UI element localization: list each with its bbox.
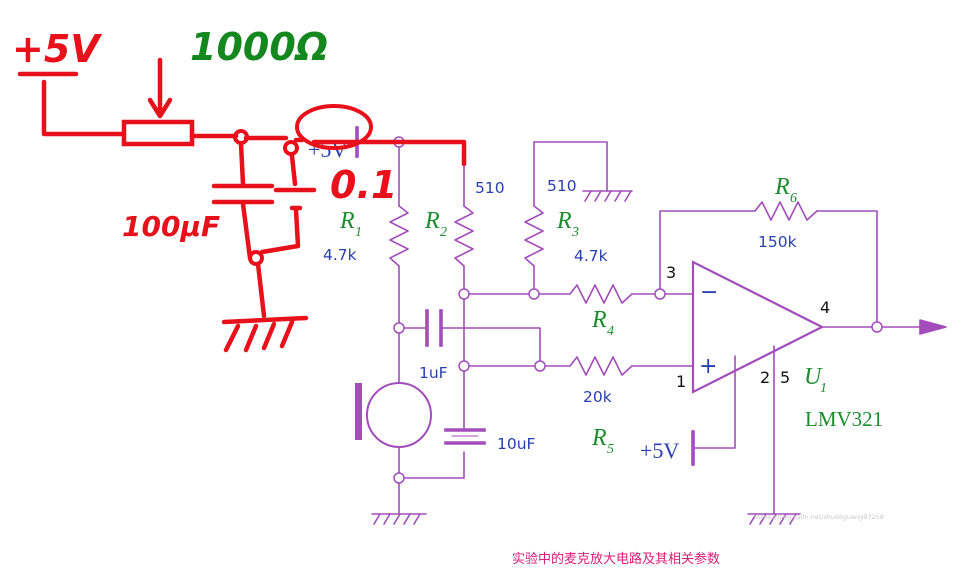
label-r4-sub: 4 xyxy=(607,324,614,339)
label-r3-sub: 3 xyxy=(571,225,579,240)
opamp-minus-sign: − xyxy=(700,280,718,305)
label-r6: R xyxy=(774,174,790,200)
hand-annotation-labels: +5V 1000Ω 100μF 0.1 xyxy=(12,25,397,243)
hand-label-supply: +5V xyxy=(12,27,102,71)
label-r5: R xyxy=(591,425,607,451)
label-supply-bottom: +5V xyxy=(640,438,679,463)
hand-label-pot: 1000Ω xyxy=(190,25,328,69)
label-r4: R xyxy=(591,307,607,333)
pin-2: 2 xyxy=(760,368,770,387)
capacitor-1uf xyxy=(425,309,443,347)
value-r6: 150k xyxy=(758,233,797,251)
value-r1: 4.7k xyxy=(323,246,357,264)
value-r5: 20k xyxy=(583,388,612,406)
value-c1: 1uF xyxy=(419,364,448,382)
figure-caption: 实验中的麦克放大电路及其相关参数 xyxy=(512,551,720,567)
component-labels: R 1 4.7k R 2 510 510 R 3 4.7k R 4 20k R … xyxy=(308,137,883,463)
label-u1-sub: 1 xyxy=(820,381,827,396)
label-r6-sub: 6 xyxy=(790,191,797,206)
resistor-r4 xyxy=(569,284,633,304)
pin-3: 3 xyxy=(666,263,676,282)
hand-label-cap-left: 100μF xyxy=(122,210,220,243)
label-r2-sub: 2 xyxy=(440,225,447,240)
pin-4: 4 xyxy=(820,298,830,317)
label-r1-sub: 1 xyxy=(355,225,362,240)
resistor-r6 xyxy=(754,201,818,221)
label-r2: R xyxy=(424,208,440,234)
resistor-r2 xyxy=(454,205,474,267)
value-r2: 510 xyxy=(475,179,505,197)
ground-symbol-opamp xyxy=(747,513,801,525)
resistor-r5 xyxy=(569,356,633,376)
pin-5: 5 xyxy=(780,368,790,387)
value-c2: 10uF xyxy=(497,435,536,453)
capacitor-10uf xyxy=(444,428,486,445)
microphone-icon xyxy=(355,382,432,448)
label-u1-part: LMV321 xyxy=(805,407,883,431)
hand-annotation-wiring xyxy=(17,57,467,353)
watermark-text: https://blog.csdn.net/shuoliguang97258 xyxy=(754,513,884,521)
pin-1: 1 xyxy=(676,372,686,391)
ground-symbol-r1 xyxy=(371,513,427,525)
ground-symbol-r3 xyxy=(582,190,633,202)
resistor-r1 xyxy=(389,205,409,267)
value-r-top: 510 xyxy=(547,177,577,195)
label-r5-sub: 5 xyxy=(607,442,614,457)
hand-label-cap-right: 0.1 xyxy=(330,163,397,207)
resistor-r3 xyxy=(524,205,544,267)
label-r3: R xyxy=(556,208,572,234)
label-r1: R xyxy=(339,208,355,234)
value-r3: 4.7k xyxy=(574,247,608,265)
opamp-triangle xyxy=(691,260,947,394)
label-u1: U xyxy=(804,364,823,390)
opamp-plus-sign: + xyxy=(699,354,717,379)
